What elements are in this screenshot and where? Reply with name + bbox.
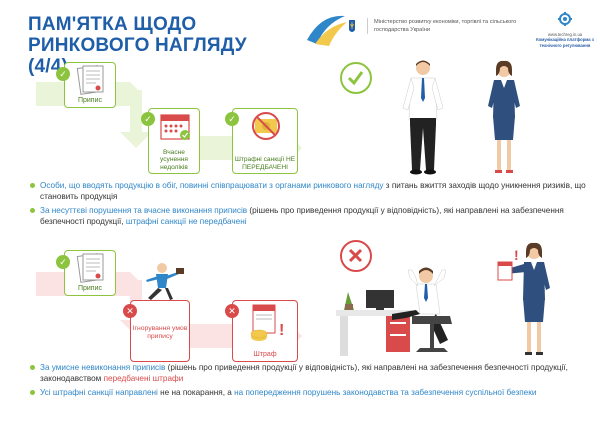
no-sanctions-card: Штрафні санкції НЕ ПЕРЕДБАЧЕНІ (232, 108, 298, 174)
fine-card: ! Штраф (232, 300, 298, 362)
cross-icon: ✕ (225, 304, 239, 318)
document-icon (76, 65, 104, 95)
deficiency-fix-card: Вчасне усунення недоліків (148, 108, 200, 174)
bullet-item: За несуттєві порушення та вчасне виконан… (30, 205, 590, 227)
bullet-item: Усі штрафні санкції направлені не на пок… (30, 387, 590, 398)
bullet-item: За умисне невиконання приписів (рішень п… (30, 362, 590, 384)
cross-icon: ✕ (123, 304, 137, 318)
card-label: Припис (77, 285, 103, 292)
platform-url: www.techreg.in.ua (547, 32, 583, 37)
bullet-item: Особи, що вводять продукцію в обіг, пови… (30, 180, 590, 202)
card-label: Штрафні санкції НЕ ПЕРЕДБАЧЕНІ (234, 156, 296, 171)
bullets-section2: За умисне невиконання приписів (рішень п… (30, 362, 590, 401)
svg-text:!: ! (279, 322, 284, 339)
no-money-icon (252, 112, 280, 140)
ministry-logo (305, 10, 361, 50)
check-icon: ✓ (56, 255, 70, 269)
businesswoman-figure (488, 60, 520, 173)
check-icon: ✓ (225, 112, 239, 126)
ignoring-order-card: Ігнорування умов припису (130, 300, 190, 362)
header-logos: Міністерство розвитку економіки, торгівл… (305, 8, 595, 56)
order-card-1: Припис (64, 62, 116, 108)
rejection-x-icon (340, 240, 372, 272)
calendar-icon (160, 114, 190, 140)
desk-scene (336, 267, 452, 356)
businessman-figure (402, 60, 444, 175)
inspector-woman-figure: ! (497, 242, 550, 355)
fine-document-icon: ! (250, 304, 284, 341)
approval-check-icon (340, 62, 372, 94)
page-title: ПАМ'ЯТКА ЩОДО РИНКОВОГО НАГЛЯДУ (4/4) (28, 14, 247, 77)
check-icon: ✓ (141, 112, 155, 126)
platform-name: Комунікаційна платформа з технічного рег… (536, 37, 594, 48)
card-label: Вчасне усунення недоліків (160, 148, 188, 171)
card-label: Припис (77, 97, 103, 104)
order-card-2: Припис (64, 250, 116, 296)
check-icon: ✓ (56, 67, 70, 81)
bullets-section1: Особи, що вводять продукцію в обіг, пови… (30, 180, 590, 230)
running-man-figure (146, 263, 184, 300)
svg-text:!: ! (514, 247, 519, 263)
document-icon (76, 253, 104, 283)
ministry-name: Міністерство розвитку економіки, торгівл… (367, 18, 532, 34)
gear-icon (558, 12, 572, 26)
card-label: Ігнорування умов припису (132, 325, 188, 340)
card-label: Штраф (253, 351, 277, 358)
platform-logo: www.techreg.in.ua Комунікаційна платформ… (533, 12, 597, 48)
